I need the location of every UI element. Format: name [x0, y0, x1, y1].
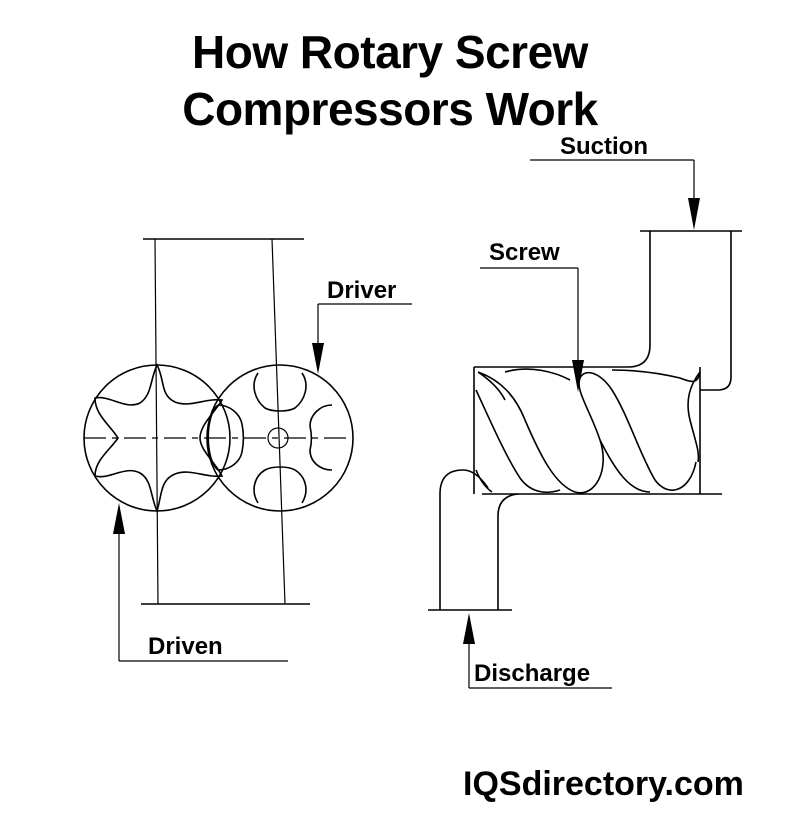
driven-rotor-lobes — [94, 363, 224, 514]
suction-pipe-left-wall — [474, 231, 651, 368]
driver-rotor-flutes — [217, 372, 333, 504]
discharge-callout: Discharge — [463, 613, 612, 689]
frame-right-vertical — [271, 238, 286, 605]
rotor-cross-section — [83, 238, 354, 605]
discharge-label: Discharge — [474, 660, 590, 687]
discharge-pipe-right-wall — [497, 493, 519, 610]
driver-arrow-head — [312, 343, 324, 374]
driver-rotor-circle — [206, 364, 354, 512]
screw-helix-outline — [477, 368, 701, 494]
driver-label: Driver — [327, 277, 396, 304]
driven-label: Driven — [148, 633, 223, 660]
suction-callout: Suction — [530, 133, 700, 230]
watermark-text: IQSdirectory.com — [463, 765, 744, 803]
screw-label: Screw — [489, 239, 560, 266]
driver-rotor-inner-arc — [207, 404, 219, 471]
discharge-arrow-head — [463, 613, 475, 644]
driver-shaft-circle — [267, 427, 289, 449]
suction-arrow-head — [688, 198, 700, 230]
frame-left-vertical — [154, 238, 159, 605]
driven-callout: Driven — [113, 503, 288, 662]
driven-arrow-head — [113, 503, 125, 534]
compressor-side-view — [428, 230, 742, 611]
screw-arrow-head — [572, 360, 584, 392]
title-line-2: Compressors Work — [182, 83, 598, 135]
screw-callout: Screw — [480, 239, 584, 392]
screw-helix-lower — [475, 389, 651, 494]
suction-label: Suction — [560, 133, 648, 160]
discharge-pipe-left-wall — [439, 469, 489, 610]
title-line-1: How Rotary Screw — [192, 26, 588, 78]
driver-callout: Driver — [312, 277, 412, 374]
suction-pipe-right-wall — [700, 231, 732, 391]
